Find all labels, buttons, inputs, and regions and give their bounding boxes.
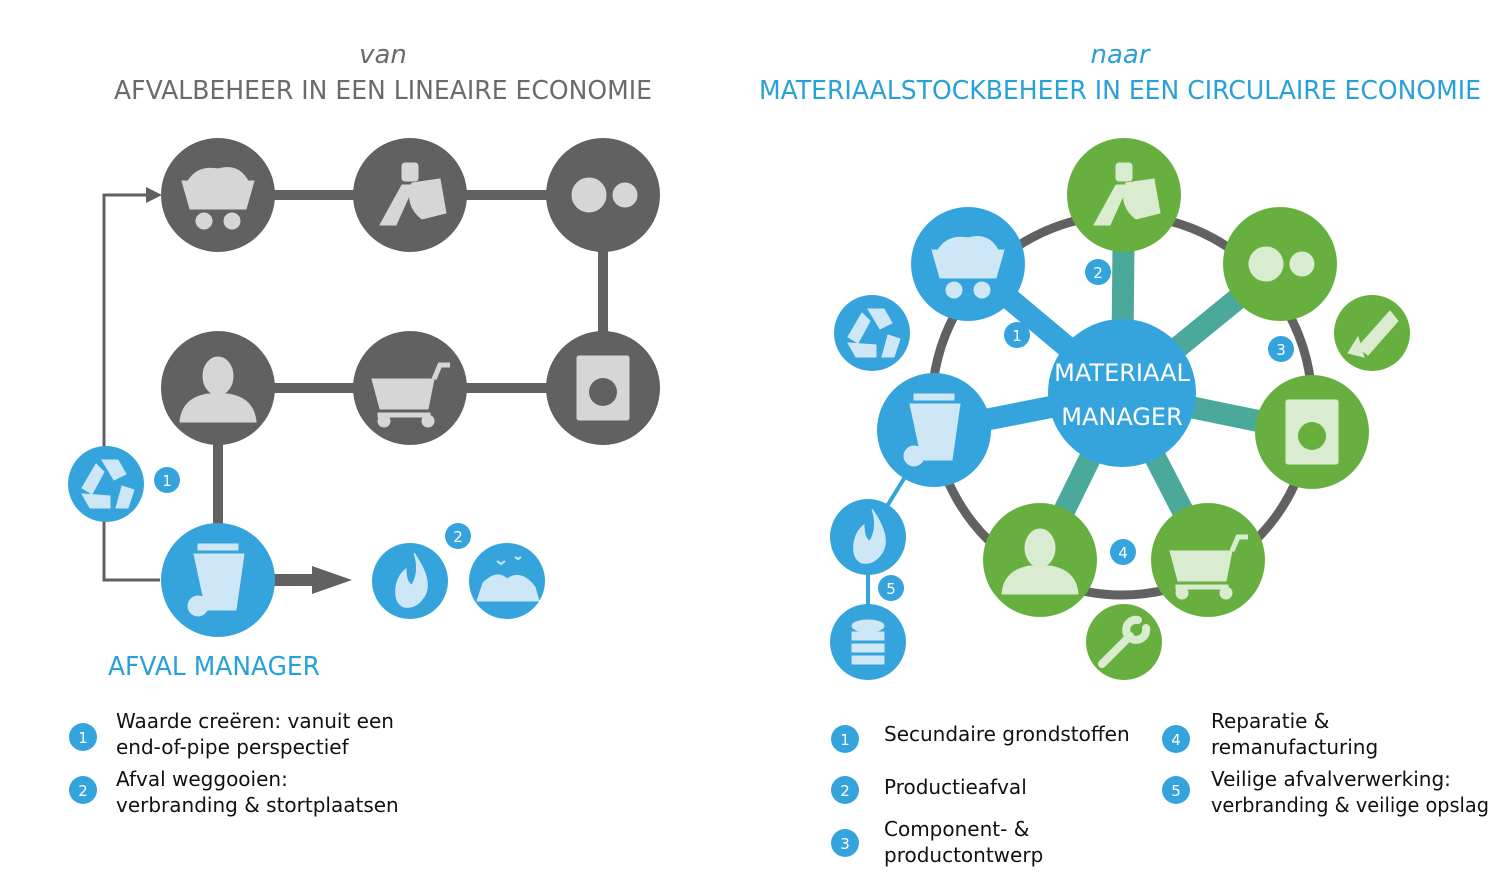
legend-text: Afval weggooien: <box>116 767 288 791</box>
legend-text: Reparatie & <box>1211 709 1329 733</box>
center-label-line2: MANAGER <box>1061 403 1183 431</box>
center-label-line1: MATERIAAL <box>1054 359 1190 387</box>
incineration-node <box>830 499 906 575</box>
legend-text: Waarde creëren: vanuit een <box>116 709 394 733</box>
waste-manager-label: AFVAL MANAGER <box>108 652 320 682</box>
legend-text: Productieafval <box>884 775 1027 799</box>
svg-text:3: 3 <box>1276 341 1286 359</box>
svg-text:1: 1 <box>78 729 88 747</box>
left-subtitle: van <box>359 40 407 70</box>
svg-text:5: 5 <box>1171 782 1181 800</box>
legend-text: verbranding & stortplaatsen <box>116 793 399 817</box>
svg-text:3: 3 <box>840 835 850 853</box>
left-badges: 1 2 <box>154 467 471 549</box>
incineration-node <box>372 543 448 619</box>
right-title: MATERIAALSTOCKBEHEER IN EEN CIRCULAIRE E… <box>759 76 1481 106</box>
badge-2: 2 <box>453 528 463 546</box>
left-legend: 1 Waarde creëren: vanuit een end-of-pipe… <box>69 709 399 817</box>
legend-text: Component- & <box>884 817 1029 841</box>
legend-text: Secundaire grondstoffen <box>884 722 1130 746</box>
right-badges: 1 2 3 4 5 <box>878 259 1294 601</box>
arrowhead <box>146 187 162 203</box>
svg-text:5: 5 <box>886 580 896 598</box>
svg-text:1: 1 <box>840 731 850 749</box>
recycle-node <box>834 295 910 371</box>
material-manager-node <box>1048 319 1196 467</box>
right-subtitle: naar <box>1090 40 1151 70</box>
legend-text: end-of-pipe perspectief <box>116 735 350 759</box>
svg-text:4: 4 <box>1118 544 1128 562</box>
legend-text: remanufacturing <box>1211 735 1378 759</box>
recycle-node <box>68 446 144 522</box>
right-legend: 1 Secundaire grondstoffen 2 Productieafv… <box>831 709 1489 867</box>
legend-text: productontwerp <box>884 843 1043 867</box>
waste-arrow <box>272 566 352 594</box>
svg-text:2: 2 <box>78 782 88 800</box>
svg-text:2: 2 <box>840 782 850 800</box>
loop-back-line <box>102 193 160 582</box>
svg-text:2: 2 <box>1093 264 1103 282</box>
svg-text:4: 4 <box>1171 731 1181 749</box>
legend-text: Veilige afvalverwerking: <box>1211 767 1451 791</box>
left-title: AFVALBEHEER IN EEN LINEAIRE ECONOMIE <box>114 76 652 106</box>
badge-1: 1 <box>162 472 172 490</box>
svg-text:1: 1 <box>1012 327 1022 345</box>
legend-text: verbranding & veilige opslag <box>1211 793 1489 817</box>
storage-node <box>830 604 906 680</box>
